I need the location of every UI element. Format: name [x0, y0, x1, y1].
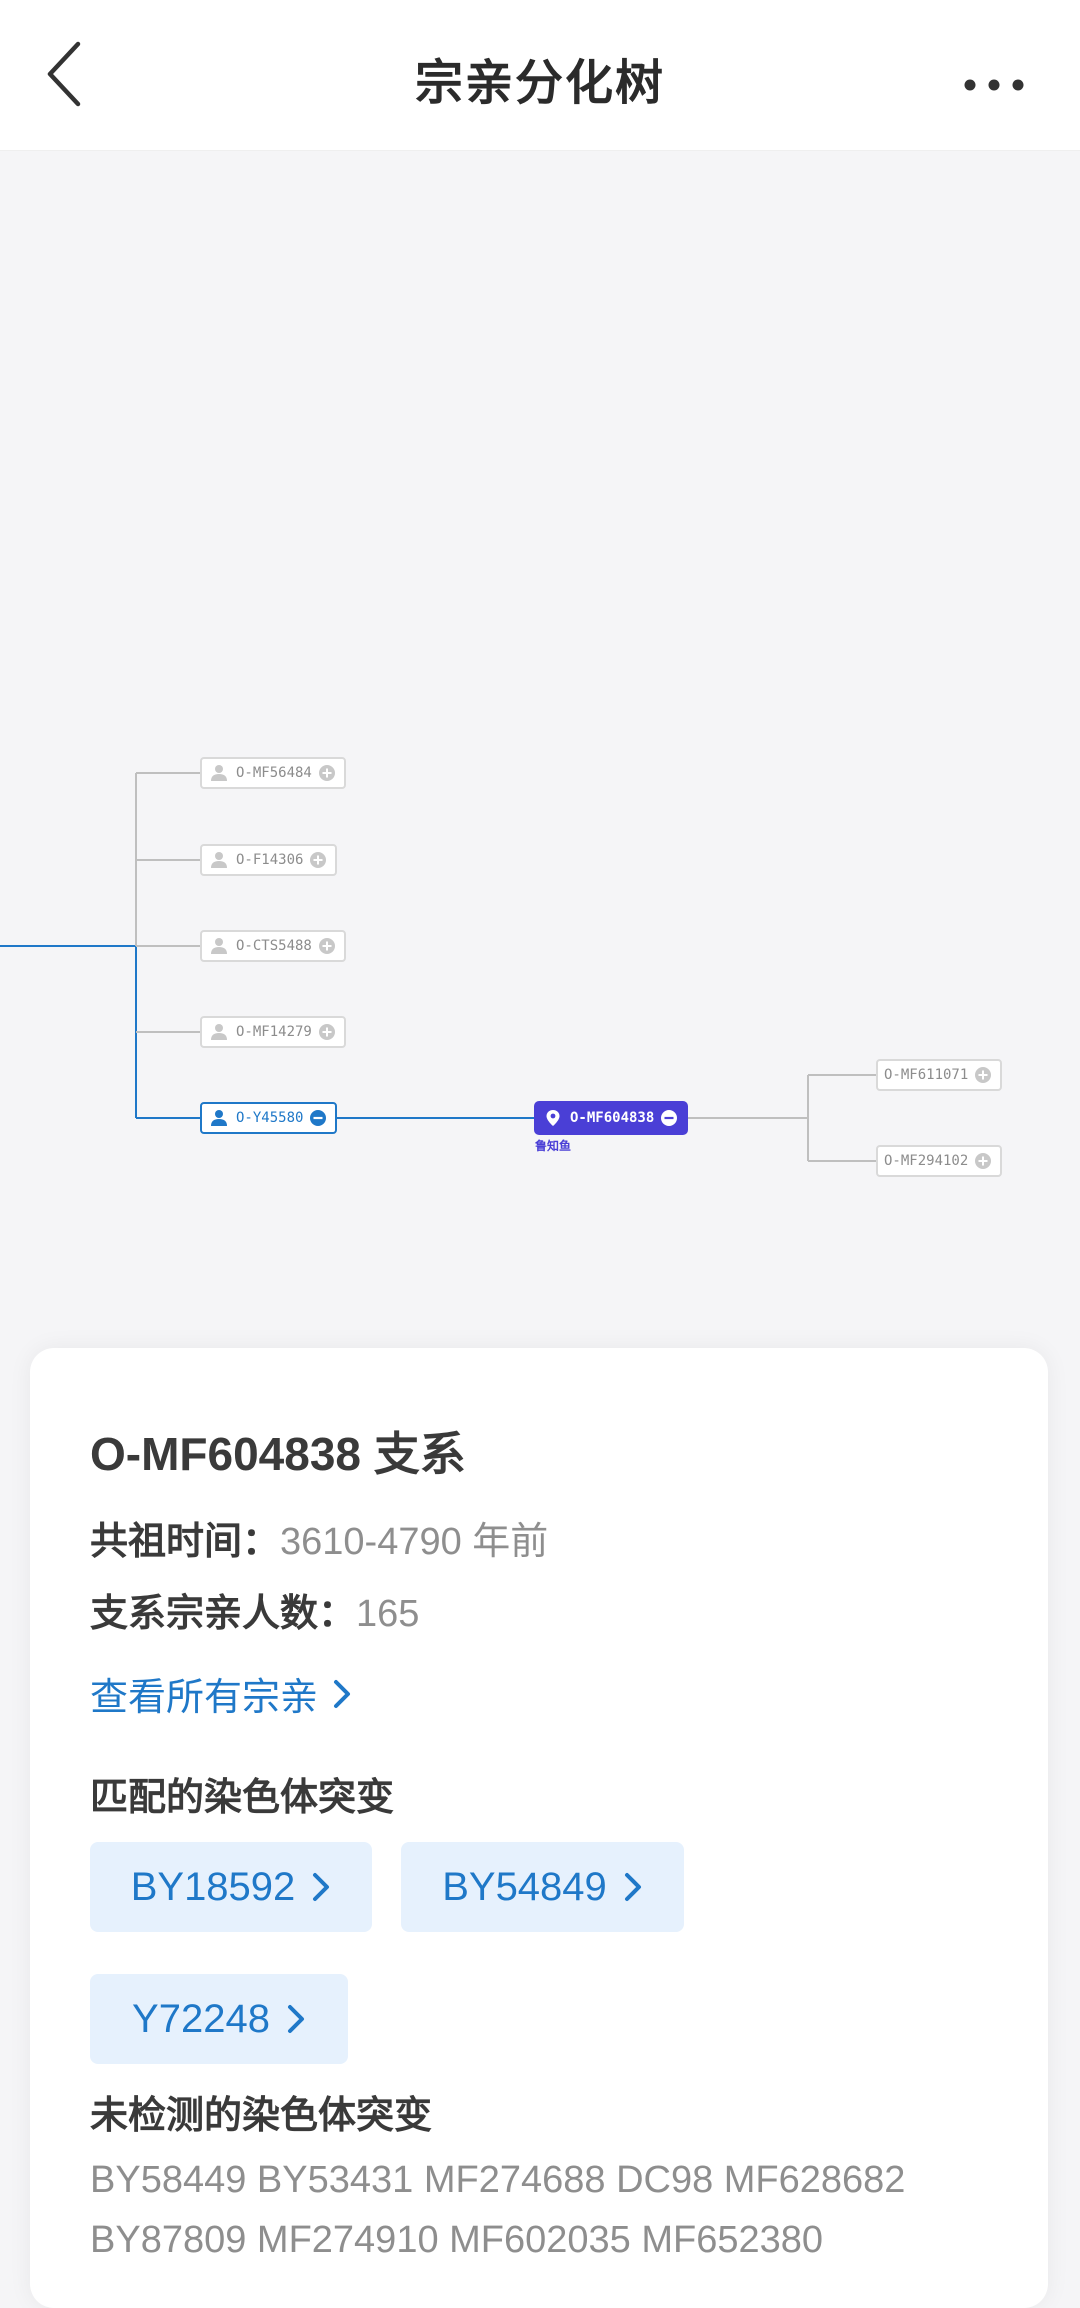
chevron-right-icon — [313, 1873, 330, 1901]
mutation-chip-label: Y72248 — [132, 1996, 270, 2041]
mutation-chip-label: BY18592 — [130, 1864, 296, 1909]
plus-circle-icon[interactable] — [318, 1023, 336, 1041]
tree-node-label: O-Y45580 — [236, 1110, 304, 1126]
untested-mutations-title: 未检测的染色体突变 — [90, 2095, 433, 2137]
tree-node-label: O-F14306 — [236, 852, 304, 868]
back-button[interactable] — [44, 40, 114, 130]
tree-node-label: O-MF14279 — [236, 1024, 312, 1040]
tree-node-selected[interactable]: O-MF604838 — [534, 1101, 689, 1135]
minus-circle-icon[interactable] — [309, 1109, 327, 1127]
tree-node-label: O-MF604838 — [570, 1110, 655, 1126]
member-count-label: 支系宗亲人数： — [90, 1593, 357, 1635]
tree-node-branch[interactable]: O-CTS5488 — [200, 930, 346, 962]
view-all-relatives-label: 查看所有宗亲 — [90, 1677, 319, 1719]
location-pin-icon — [546, 1110, 560, 1126]
tree-node-branch[interactable]: O-MF56484 — [200, 757, 346, 789]
page-title: 宗亲分化树 — [414, 57, 665, 110]
more-options-button[interactable] — [950, 60, 1050, 110]
person-icon — [211, 1110, 227, 1126]
view-all-relatives-link[interactable]: 查看所有宗亲 — [90, 1666, 352, 1721]
tree-node-branch[interactable]: O-MF14279 — [200, 1016, 346, 1048]
tree-node-branch[interactable]: O-F14306 — [200, 844, 338, 876]
matched-mutations-title: 匹配的染色体突变 — [90, 1777, 395, 1819]
tree-node-label: O-MF611071 — [884, 1067, 969, 1083]
ancestor-time-row: 共祖时间：3610-4790 年前 — [90, 1510, 548, 1565]
plus-circle-icon[interactable] — [309, 851, 327, 869]
top-navigation-bar: 宗亲分化树 — [0, 0, 1080, 151]
tree-node-label: O-CTS5488 — [236, 938, 312, 954]
mutation-chip[interactable]: BY18592 — [90, 1842, 372, 1932]
chevron-right-icon — [334, 1679, 351, 1708]
plus-circle-icon[interactable] — [974, 1066, 992, 1084]
tree-node-label: O-MF294102 — [884, 1153, 969, 1169]
mutation-chip-label: BY54849 — [442, 1864, 607, 1909]
plus-circle-icon[interactable] — [318, 764, 336, 782]
branch-detail-card: O-MF604838 支系 共祖时间：3610-4790 年前 支系宗亲人数：1… — [30, 1348, 1048, 2308]
tree-connector-lines — [0, 772, 876, 1162]
tree-node-label: O-MF56484 — [236, 765, 312, 781]
ancestor-time-label: 共祖时间： — [90, 1521, 281, 1563]
chevron-left-icon — [47, 41, 81, 107]
tree-node-child[interactable]: O-MF611071 — [876, 1059, 1003, 1091]
mutation-chip[interactable]: BY54849 — [401, 1842, 684, 1932]
tree-node-active[interactable]: O-Y45580 — [200, 1102, 338, 1134]
plus-circle-icon[interactable] — [974, 1152, 992, 1170]
ancestor-time-value: 3610-4790 年前 — [280, 1521, 549, 1563]
person-icon — [211, 765, 227, 781]
member-count-row: 支系宗亲人数：165 — [90, 1582, 419, 1637]
tree-node-caption: 鲁知鱼 — [535, 1139, 572, 1153]
branch-title: O-MF604838 支系 — [90, 1428, 466, 1480]
untested-mutations-list: BY58449 BY53431 MF274688 DC98 MF628682 B… — [90, 2159, 906, 2261]
person-icon — [211, 852, 227, 868]
plus-circle-icon[interactable] — [318, 937, 336, 955]
chevron-right-icon — [287, 2005, 304, 2033]
mutation-chip[interactable]: Y72248 — [90, 1974, 348, 2064]
minus-circle-icon[interactable] — [660, 1109, 678, 1127]
tree-node-child[interactable]: O-MF294102 — [876, 1145, 1003, 1177]
chevron-right-icon — [624, 1873, 641, 1901]
person-icon — [211, 1024, 227, 1040]
more-horizontal-icon — [964, 79, 1024, 91]
member-count-value: 165 — [356, 1593, 420, 1635]
lineage-tree-canvas[interactable]: O-MF56484 O-F14306 O-CTS5488 O-MF14279 O… — [0, 150, 1080, 1340]
person-icon — [211, 938, 227, 954]
